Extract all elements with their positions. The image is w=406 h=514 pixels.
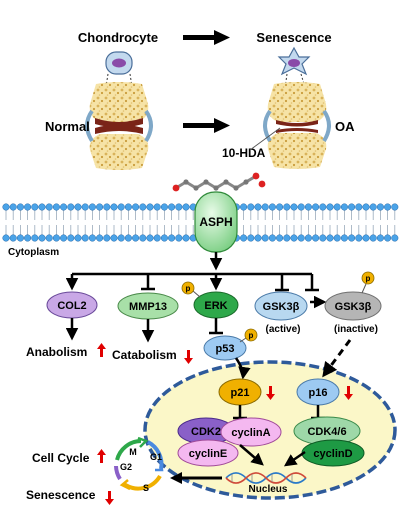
cyclinA-node bbox=[220, 417, 282, 447]
gsk-to-p16-arrow bbox=[322, 339, 352, 378]
p53-node bbox=[203, 335, 247, 361]
cell-cycle-label: Cell Cycle bbox=[32, 451, 90, 465]
p21-down-arrow bbox=[266, 386, 275, 400]
drug-pointer-line bbox=[249, 127, 281, 151]
cycle-m-label: M bbox=[129, 447, 137, 457]
erk-phospho-label: p bbox=[186, 284, 191, 293]
p53-phospho-label: p bbox=[249, 331, 254, 340]
chondrocyte-label: Chondrocyte bbox=[78, 30, 158, 45]
gsk-active-state: (active) bbox=[265, 324, 300, 335]
chondrocyte-to-senescence-arrow bbox=[183, 30, 230, 45]
normal-label: Normal bbox=[45, 119, 90, 134]
p53-phospho-link bbox=[239, 337, 247, 343]
catabolism-label: Catabolism bbox=[112, 348, 177, 362]
senescence-top-label: Senescence bbox=[256, 30, 331, 45]
normal-to-oa-arrow bbox=[183, 118, 230, 133]
cyclinE-label: cyclinE bbox=[189, 448, 228, 460]
senescence-outcome-label: Senescence bbox=[26, 488, 96, 502]
gsk-active-label: GSK3β bbox=[263, 301, 300, 313]
gsk-inactive-label: GSK3β bbox=[335, 301, 372, 313]
nucleus-to-cycle-arrow bbox=[170, 472, 222, 484]
cell-cycle-wheel bbox=[114, 436, 164, 491]
signaling-branches bbox=[65, 252, 327, 309]
erk-phospho-badge bbox=[181, 281, 195, 295]
p53-label: p53 bbox=[216, 343, 235, 355]
gsk-phospho-badge bbox=[361, 271, 375, 285]
gsk-active-node bbox=[254, 291, 308, 321]
cdk46-label: CDK4/6 bbox=[307, 426, 346, 438]
anabolism-label: Anabolism bbox=[26, 345, 87, 359]
asph-label: ASPH bbox=[199, 215, 232, 229]
complex-to-dna-arrows bbox=[239, 444, 306, 467]
cycle-g1-label: G1 bbox=[150, 452, 162, 462]
erk-label: ERK bbox=[204, 300, 227, 312]
normal-joint-icon bbox=[85, 73, 153, 170]
catabolism-down-arrow bbox=[184, 350, 193, 364]
p16-label: p16 bbox=[309, 387, 328, 399]
gsk-inactive-node bbox=[324, 291, 382, 321]
drug-label: 10-HDA bbox=[222, 146, 266, 160]
cytoplasm-label: Cytoplasm bbox=[8, 247, 59, 258]
gsk-phospho-link bbox=[361, 283, 367, 294]
col2-label: COL2 bbox=[57, 300, 86, 312]
senescence-down-arrow bbox=[105, 491, 114, 505]
cyclinA-label: cyclinA bbox=[231, 427, 270, 439]
senescent-cell-icon bbox=[277, 46, 311, 76]
gsk-phospho-label: p bbox=[366, 274, 371, 283]
nucleus-label: Nucleus bbox=[249, 484, 288, 495]
erk-phospho-link bbox=[192, 290, 201, 298]
cyclinD-label: cyclinD bbox=[313, 448, 352, 460]
col2-mmp13-arrows bbox=[65, 318, 155, 343]
dna-helix-icon bbox=[225, 472, 307, 484]
cell-cycle-up-arrow bbox=[97, 449, 106, 463]
p16-down-arrow bbox=[344, 386, 353, 400]
oa-joint-icon bbox=[263, 73, 331, 169]
erk-p53-inhibition bbox=[209, 318, 223, 335]
gsk-inactive-state: (inactive) bbox=[334, 324, 378, 335]
cdk2-label: CDK2 bbox=[191, 426, 221, 438]
p53-to-p21-arrow bbox=[234, 357, 251, 380]
10-hda-molecule bbox=[172, 172, 266, 192]
anabolism-up-arrow bbox=[97, 343, 106, 357]
p53-phospho-badge bbox=[244, 328, 258, 342]
cycle-g2-label: G2 bbox=[120, 462, 132, 472]
normal-chondrocyte-icon bbox=[105, 51, 133, 75]
cyclinE-node bbox=[177, 439, 239, 467]
p21-label: p21 bbox=[231, 387, 250, 399]
oa-label: OA bbox=[335, 119, 355, 134]
mmp13-label: MMP13 bbox=[129, 301, 167, 313]
cycle-s-label: S bbox=[143, 483, 149, 493]
